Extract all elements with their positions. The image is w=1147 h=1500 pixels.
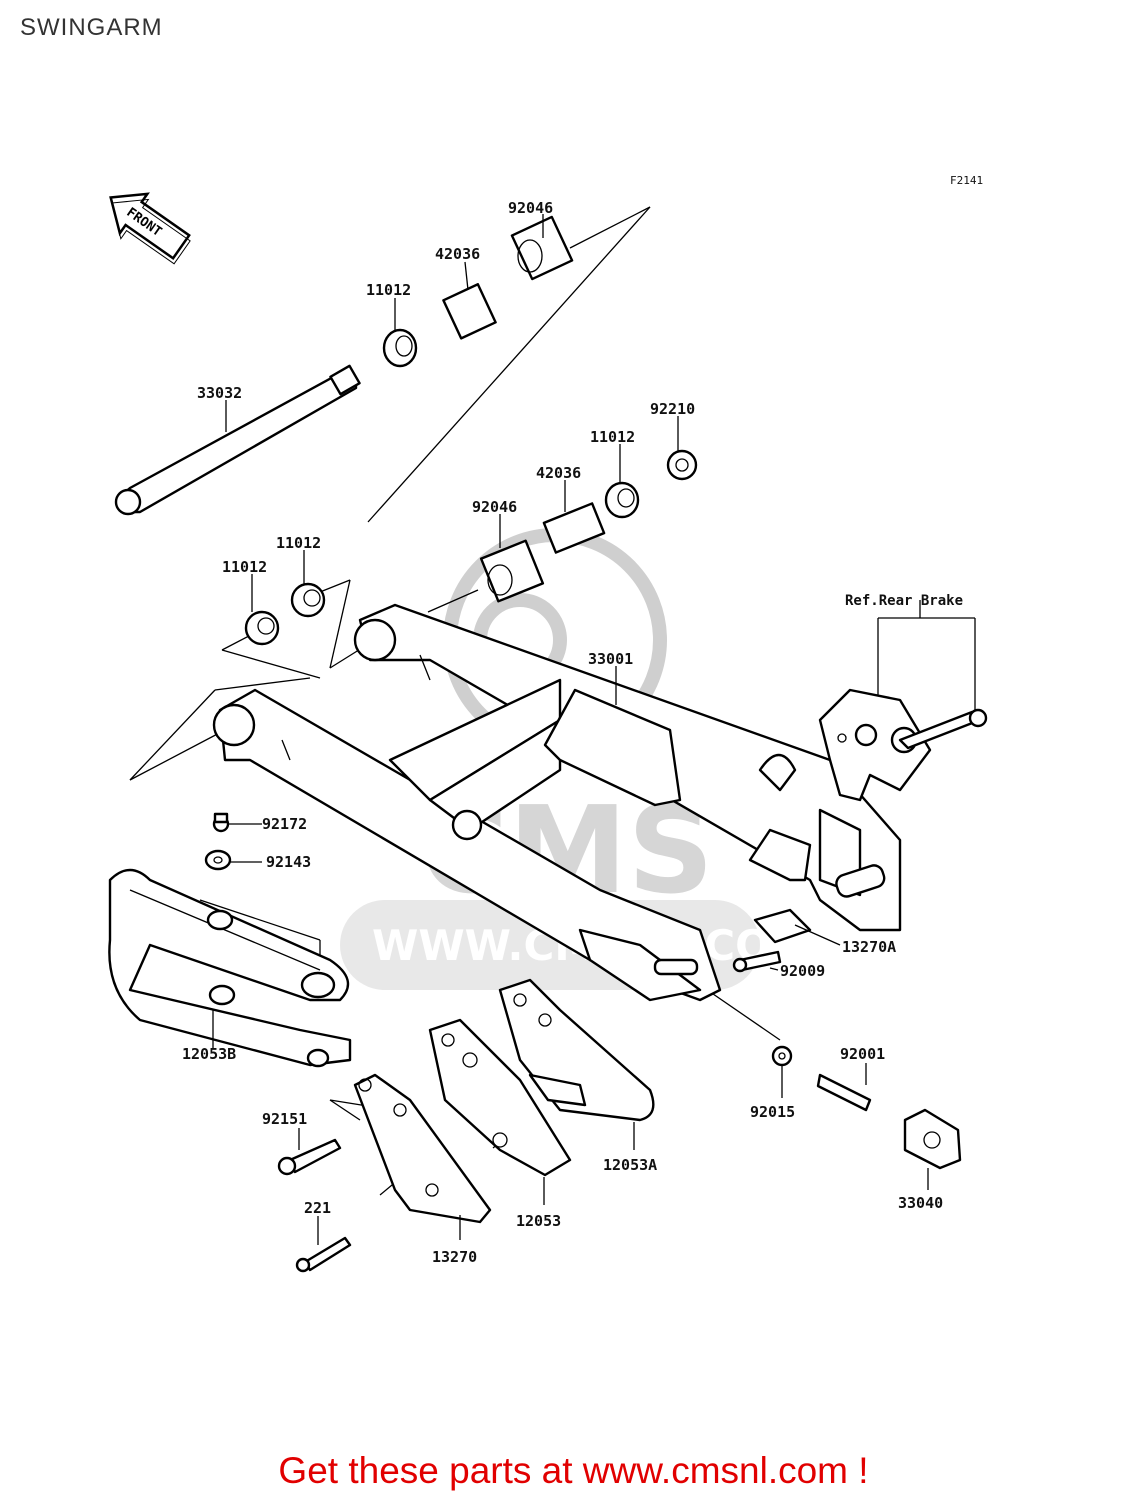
leader-lines (212, 214, 929, 1245)
part-label: 11012 (366, 281, 411, 299)
part-label: 12053 (516, 1212, 561, 1230)
part-label: 11012 (276, 534, 321, 552)
part-label: 13270A (842, 938, 896, 956)
part-label: 92210 (650, 400, 695, 418)
part-label: 12053A (603, 1156, 657, 1174)
pivot-shaft-33032 (114, 364, 361, 516)
upper-bushings (382, 215, 574, 368)
guide-lines (129, 206, 976, 1196)
part-label: 92046 (472, 498, 517, 516)
part-label: 33032 (197, 384, 242, 402)
part-label: 42036 (536, 464, 581, 482)
part-label: 12053B (182, 1045, 236, 1063)
reference-note: Ref.Rear Brake (845, 593, 963, 609)
page-title: SWINGARM (20, 14, 163, 41)
part-label: 11012 (222, 558, 267, 576)
part-label: 92001 (840, 1045, 885, 1063)
chain-slider-assembly (353, 978, 655, 1224)
swingarm-33001 (212, 603, 902, 1002)
exploded-parts-diagram: CMS WWW.CMSNL.COM F2141 FRONT (108, 174, 988, 1273)
part-label: 13270 (432, 1248, 477, 1266)
figure-code: F2141 (950, 174, 983, 187)
part-label: 92046 (508, 199, 553, 217)
adjuster-block-33040 (903, 1108, 962, 1170)
front-arrow-icon: FRONT (109, 192, 191, 265)
part-label: 92143 (266, 853, 311, 871)
part-label: 92172 (262, 815, 307, 833)
part-label: 221 (304, 1199, 331, 1217)
part-label: 33040 (898, 1194, 943, 1212)
bolts (277, 908, 872, 1273)
lower-bushings (244, 449, 698, 646)
part-label: 92015 (750, 1103, 795, 1121)
part-label: 11012 (590, 428, 635, 446)
part-label: 92151 (262, 1110, 307, 1128)
chain-guide-12053B (108, 812, 352, 1068)
rear-brake-bracket (818, 688, 988, 802)
part-label: 33001 (588, 650, 633, 668)
part-label: 92009 (780, 962, 825, 980)
part-label: 42036 (435, 245, 480, 263)
part-labels: 92046 42036 11012 33032 92210 11012 4203… (182, 199, 943, 1266)
footer-parts-link[interactable]: Get these parts at www.cmsnl.com ! (278, 1450, 869, 1491)
